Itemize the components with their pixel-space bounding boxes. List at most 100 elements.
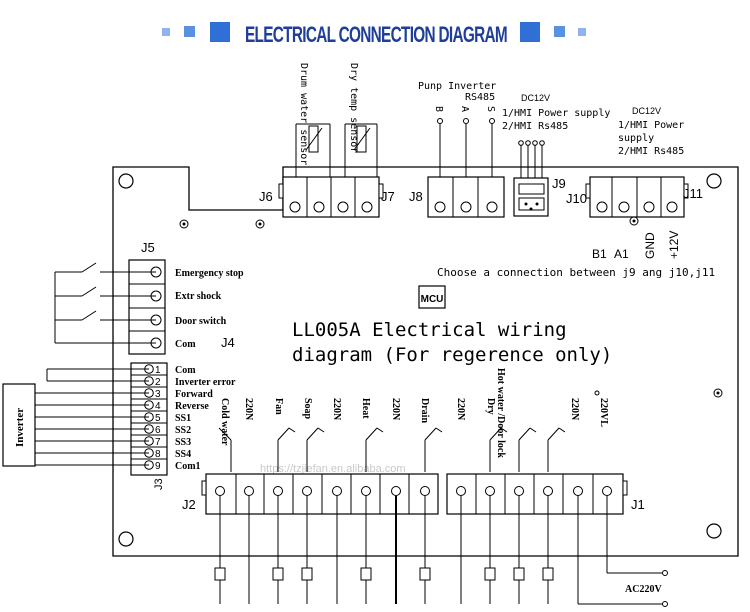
j3-input-com1: Com1 bbox=[175, 461, 201, 472]
board-outline bbox=[112, 166, 739, 557]
j2-output-220n-1: 220N bbox=[243, 398, 254, 421]
bus-labels: B1 A1 GND +12V bbox=[592, 231, 681, 261]
dc12v-right-title: DC12V bbox=[632, 106, 661, 116]
header-square-big-left bbox=[210, 22, 230, 42]
main-title-line1: LL005A Electrical wiring bbox=[292, 319, 567, 341]
header-square-big-right bbox=[520, 22, 540, 42]
inverter-label: Inverter bbox=[14, 408, 26, 447]
dry-temp-sensor-label: Dry temp sensor bbox=[348, 63, 359, 153]
b1-label: B1 bbox=[592, 247, 607, 261]
pump-inverter-label: Punp Inverter bbox=[418, 81, 496, 92]
rs485-label: RS485 bbox=[465, 92, 495, 103]
ac-terminal-bottom bbox=[662, 601, 668, 607]
j5-label: J5 bbox=[141, 240, 155, 255]
header-square-small-right bbox=[578, 28, 586, 36]
mcu-label: MCU bbox=[421, 294, 444, 305]
j2-output-drain: Drain bbox=[419, 398, 430, 423]
j1-output-hot-water: Hot water /Door lock bbox=[495, 368, 506, 458]
j5-input-door-switch: Door switch bbox=[175, 316, 227, 327]
j1-output-220vl: 220VL bbox=[598, 398, 609, 427]
j2-output-cold-water: Cold water bbox=[219, 398, 230, 446]
header-square-small-left bbox=[162, 28, 170, 36]
j5-terminal bbox=[128, 259, 166, 355]
j3-pin-6: 6 bbox=[155, 425, 161, 436]
j7-label: J7 bbox=[381, 189, 395, 204]
j3-input-com: Com bbox=[175, 365, 196, 376]
j9-connector bbox=[513, 177, 549, 217]
j11-label: J11 bbox=[683, 186, 703, 201]
header-square-mid-right bbox=[554, 26, 565, 37]
j3-terminal bbox=[130, 362, 168, 476]
j3-input-ss2: SS2 bbox=[175, 425, 191, 436]
j3-pin-1: 1 bbox=[155, 365, 161, 376]
j3-input-labels: Com Inverter error Forward Reverse SS1 S… bbox=[175, 365, 236, 472]
j4-label: J4 bbox=[221, 335, 235, 350]
relay-contacts bbox=[218, 427, 566, 472]
plus12v-label: +12V bbox=[667, 231, 681, 259]
j3-input-forward: Forward bbox=[175, 389, 213, 400]
j1-output-220n-1: 220N bbox=[455, 398, 466, 421]
j5-input-com: Com bbox=[175, 339, 196, 350]
j1-output-dry: Dry bbox=[485, 398, 496, 415]
j3-input-ss4: SS4 bbox=[175, 449, 191, 460]
j1-output-labels: 220N Dry Hot water /Door lock 220N 220VL bbox=[455, 368, 609, 458]
load-wiring bbox=[219, 496, 662, 605]
mount-hole-top-right bbox=[706, 173, 722, 189]
j3-pin-4: 4 bbox=[155, 401, 161, 412]
j2-output-soap: Soap bbox=[302, 398, 313, 420]
j6-label: J6 bbox=[259, 189, 273, 204]
j2-terminal bbox=[201, 473, 439, 515]
mcu-chip bbox=[418, 285, 446, 309]
j3-input-ss3: SS3 bbox=[175, 437, 191, 448]
j3-pin-9: 9 bbox=[155, 461, 161, 472]
ac220v-label: AC220V bbox=[625, 584, 662, 595]
hmi-left-line2: 2/HMI Rs485 bbox=[502, 121, 568, 132]
j8-terminal bbox=[427, 176, 505, 218]
j3-pin-numbers: 1 2 3 4 5 6 7 8 9 bbox=[155, 365, 161, 472]
j2-output-heat: Heat bbox=[360, 398, 371, 419]
j3-pin-5: 5 bbox=[155, 413, 161, 424]
j10-label: J10 bbox=[566, 191, 587, 206]
j5-input-emergency-stop: Emergency stop bbox=[175, 268, 244, 279]
inverter-wires bbox=[35, 368, 149, 466]
pump-pin-s-label: S bbox=[485, 106, 496, 112]
main-title-line2: diagram (For regerence only) bbox=[292, 344, 612, 366]
hmi-right-line1: 1/HMI Power bbox=[618, 120, 684, 131]
pump-pin-a-label: A bbox=[459, 106, 470, 112]
page-title: ELECTRICAL CONNECTION DIAGRAM bbox=[245, 22, 507, 47]
j2-output-220n-3: 220N bbox=[390, 398, 401, 421]
hmi-right-line3: 2/HMI Rs485 bbox=[618, 146, 684, 157]
j6-j7-terminal bbox=[278, 176, 384, 218]
header: ELECTRICAL CONNECTION DIAGRAM bbox=[162, 22, 586, 47]
j10-j11-terminal bbox=[585, 176, 689, 218]
screw-holes bbox=[179, 216, 723, 398]
mount-hole-bottom-right bbox=[706, 523, 722, 539]
load-fuses bbox=[214, 567, 554, 581]
j1-label: J1 bbox=[631, 497, 645, 512]
hmi-left-line1: 1/HMI Power supply bbox=[502, 108, 610, 119]
watermark-left: https://tzjiefan.en.alibaba.com bbox=[260, 463, 406, 475]
sensor-section: Drum water sensor Dry temp sensor bbox=[295, 63, 378, 178]
hmi-right-line2: supply bbox=[618, 133, 654, 144]
hmi-right-section: DC12V 1/HMI Power supply 2/HMI Rs485 bbox=[618, 106, 684, 157]
j9-label: J9 bbox=[552, 176, 566, 191]
mount-hole-bottom-left bbox=[118, 531, 134, 547]
j2-output-labels: Cold water 220N Fan Soap 220N Heat 220N … bbox=[219, 398, 430, 446]
j3-input-reverse: Reverse bbox=[175, 401, 209, 412]
j3-input-ss1: SS1 bbox=[175, 413, 191, 424]
a1-label: A1 bbox=[614, 247, 629, 261]
j3-pin-7: 7 bbox=[155, 437, 161, 448]
j3-pin-2: 2 bbox=[155, 377, 161, 388]
header-square-mid-left bbox=[184, 26, 195, 37]
inverter-box bbox=[2, 383, 36, 467]
j3-label: J3 bbox=[153, 478, 165, 490]
j5-switches bbox=[54, 262, 156, 344]
j2-label: J2 bbox=[182, 497, 196, 512]
drum-water-sensor-label: Drum water sensor bbox=[298, 63, 309, 165]
j2-output-220n-2: 220N bbox=[331, 398, 342, 421]
dc12v-left-title: DC12V bbox=[521, 93, 550, 103]
j8-label: J8 bbox=[409, 189, 423, 204]
pump-pin-b-label: B bbox=[433, 106, 444, 112]
connection-note: Choose a connection between j9 ang j10,j… bbox=[437, 266, 715, 279]
j2-output-fan: Fan bbox=[273, 398, 284, 415]
